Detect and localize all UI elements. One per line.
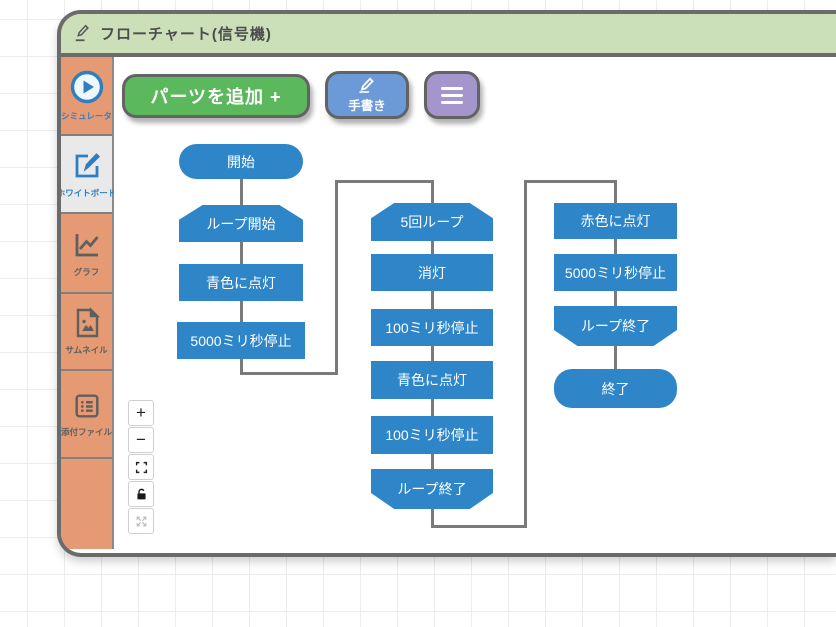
connector (239, 359, 243, 375)
connector (430, 399, 434, 416)
connector (334, 180, 434, 183)
connector (430, 346, 434, 361)
sidebar-item-graph[interactable]: グラフ (61, 214, 112, 294)
app-window: フローチャート(信号機) シミュレータ (57, 10, 836, 557)
connector (614, 180, 617, 203)
expand-arrows-icon (135, 515, 148, 528)
flow-node-process[interactable]: 青色に点灯 (179, 264, 303, 301)
sidebar-item-attachments[interactable]: 添付ファイル (61, 371, 112, 459)
menu-button[interactable] (424, 71, 480, 119)
line-chart-icon (71, 229, 103, 261)
add-parts-label: パーツを追加 + (150, 87, 282, 107)
hamburger-menu-icon (441, 86, 463, 104)
sidebar-item-label: グラフ (73, 266, 100, 277)
zoom-controls: + − (128, 400, 154, 534)
connector (523, 180, 527, 528)
pencil-icon (355, 77, 379, 94)
connector (239, 178, 243, 205)
edit-title-pencil-icon[interactable] (72, 24, 92, 44)
flow-node-loop-end[interactable]: ループ終了 (554, 306, 677, 346)
sidebar-item-label: シミュレータ (61, 111, 112, 121)
connector (430, 180, 434, 203)
flow-node-loop-end[interactable]: ループ終了 (371, 469, 493, 509)
sidebar: シミュレータ ホワイトボード グラフ (61, 57, 116, 549)
flow-node-loop-begin[interactable]: ループ開始 (179, 205, 303, 242)
sidebar-item-label: 添付ファイル (61, 426, 113, 437)
connector (239, 242, 243, 264)
flow-node-loop-begin[interactable]: 5回ループ (371, 203, 493, 241)
zoom-out-button[interactable]: − (128, 427, 154, 453)
whiteboard-canvas: パーツを追加 + 手書き (114, 57, 836, 549)
connector (430, 525, 527, 528)
sidebar-item-thumbnail[interactable]: サムネイル (61, 294, 112, 371)
flow-node-process[interactable]: 100ミリ秒停止 (371, 309, 493, 346)
connector (614, 239, 617, 254)
attachment-list-icon (72, 391, 102, 421)
zoom-in-button[interactable]: + (128, 400, 154, 426)
flow-node-process[interactable]: 消灯 (371, 254, 493, 291)
connector (239, 372, 338, 375)
play-circle-icon (69, 69, 105, 105)
flow-node-process[interactable]: 5000ミリ秒停止 (177, 322, 305, 359)
lock-icon (135, 488, 148, 501)
flow-node-process[interactable]: 5000ミリ秒停止 (554, 254, 677, 291)
flow-node-process[interactable]: 青色に点灯 (371, 361, 493, 399)
expand-button[interactable] (128, 508, 154, 534)
connector (614, 291, 617, 306)
handwriting-button[interactable]: 手書き (325, 71, 409, 119)
fit-screen-button[interactable] (128, 454, 154, 480)
connector (430, 291, 434, 309)
flow-node-process[interactable]: 100ミリ秒停止 (371, 416, 493, 454)
lock-button[interactable] (128, 481, 154, 507)
sidebar-item-whiteboard[interactable]: ホワイトボード (61, 136, 116, 214)
flow-node-end[interactable]: 終了 (554, 369, 677, 408)
titlebar: フローチャート(信号機) (61, 14, 836, 57)
connector (523, 180, 617, 183)
sidebar-item-simulator[interactable]: シミュレータ (61, 57, 112, 136)
connector (239, 301, 243, 322)
connector (614, 346, 617, 369)
connector (430, 241, 434, 254)
connector (334, 180, 338, 375)
fit-screen-icon (135, 461, 148, 474)
whiteboard-edit-icon (71, 150, 103, 182)
flow-node-start[interactable]: 開始 (179, 144, 303, 179)
flow-node-process[interactable]: 赤色に点灯 (554, 203, 677, 239)
sidebar-item-label: ホワイトボード (57, 187, 117, 198)
thumbnail-image-icon (73, 307, 101, 339)
connector (430, 454, 434, 469)
connector (430, 509, 434, 528)
sidebar-item-label: サムネイル (65, 345, 108, 355)
add-parts-button[interactable]: パーツを追加 + (122, 74, 310, 118)
page-title: フローチャート(信号機) (100, 26, 272, 43)
handwriting-label: 手書き (348, 98, 386, 113)
